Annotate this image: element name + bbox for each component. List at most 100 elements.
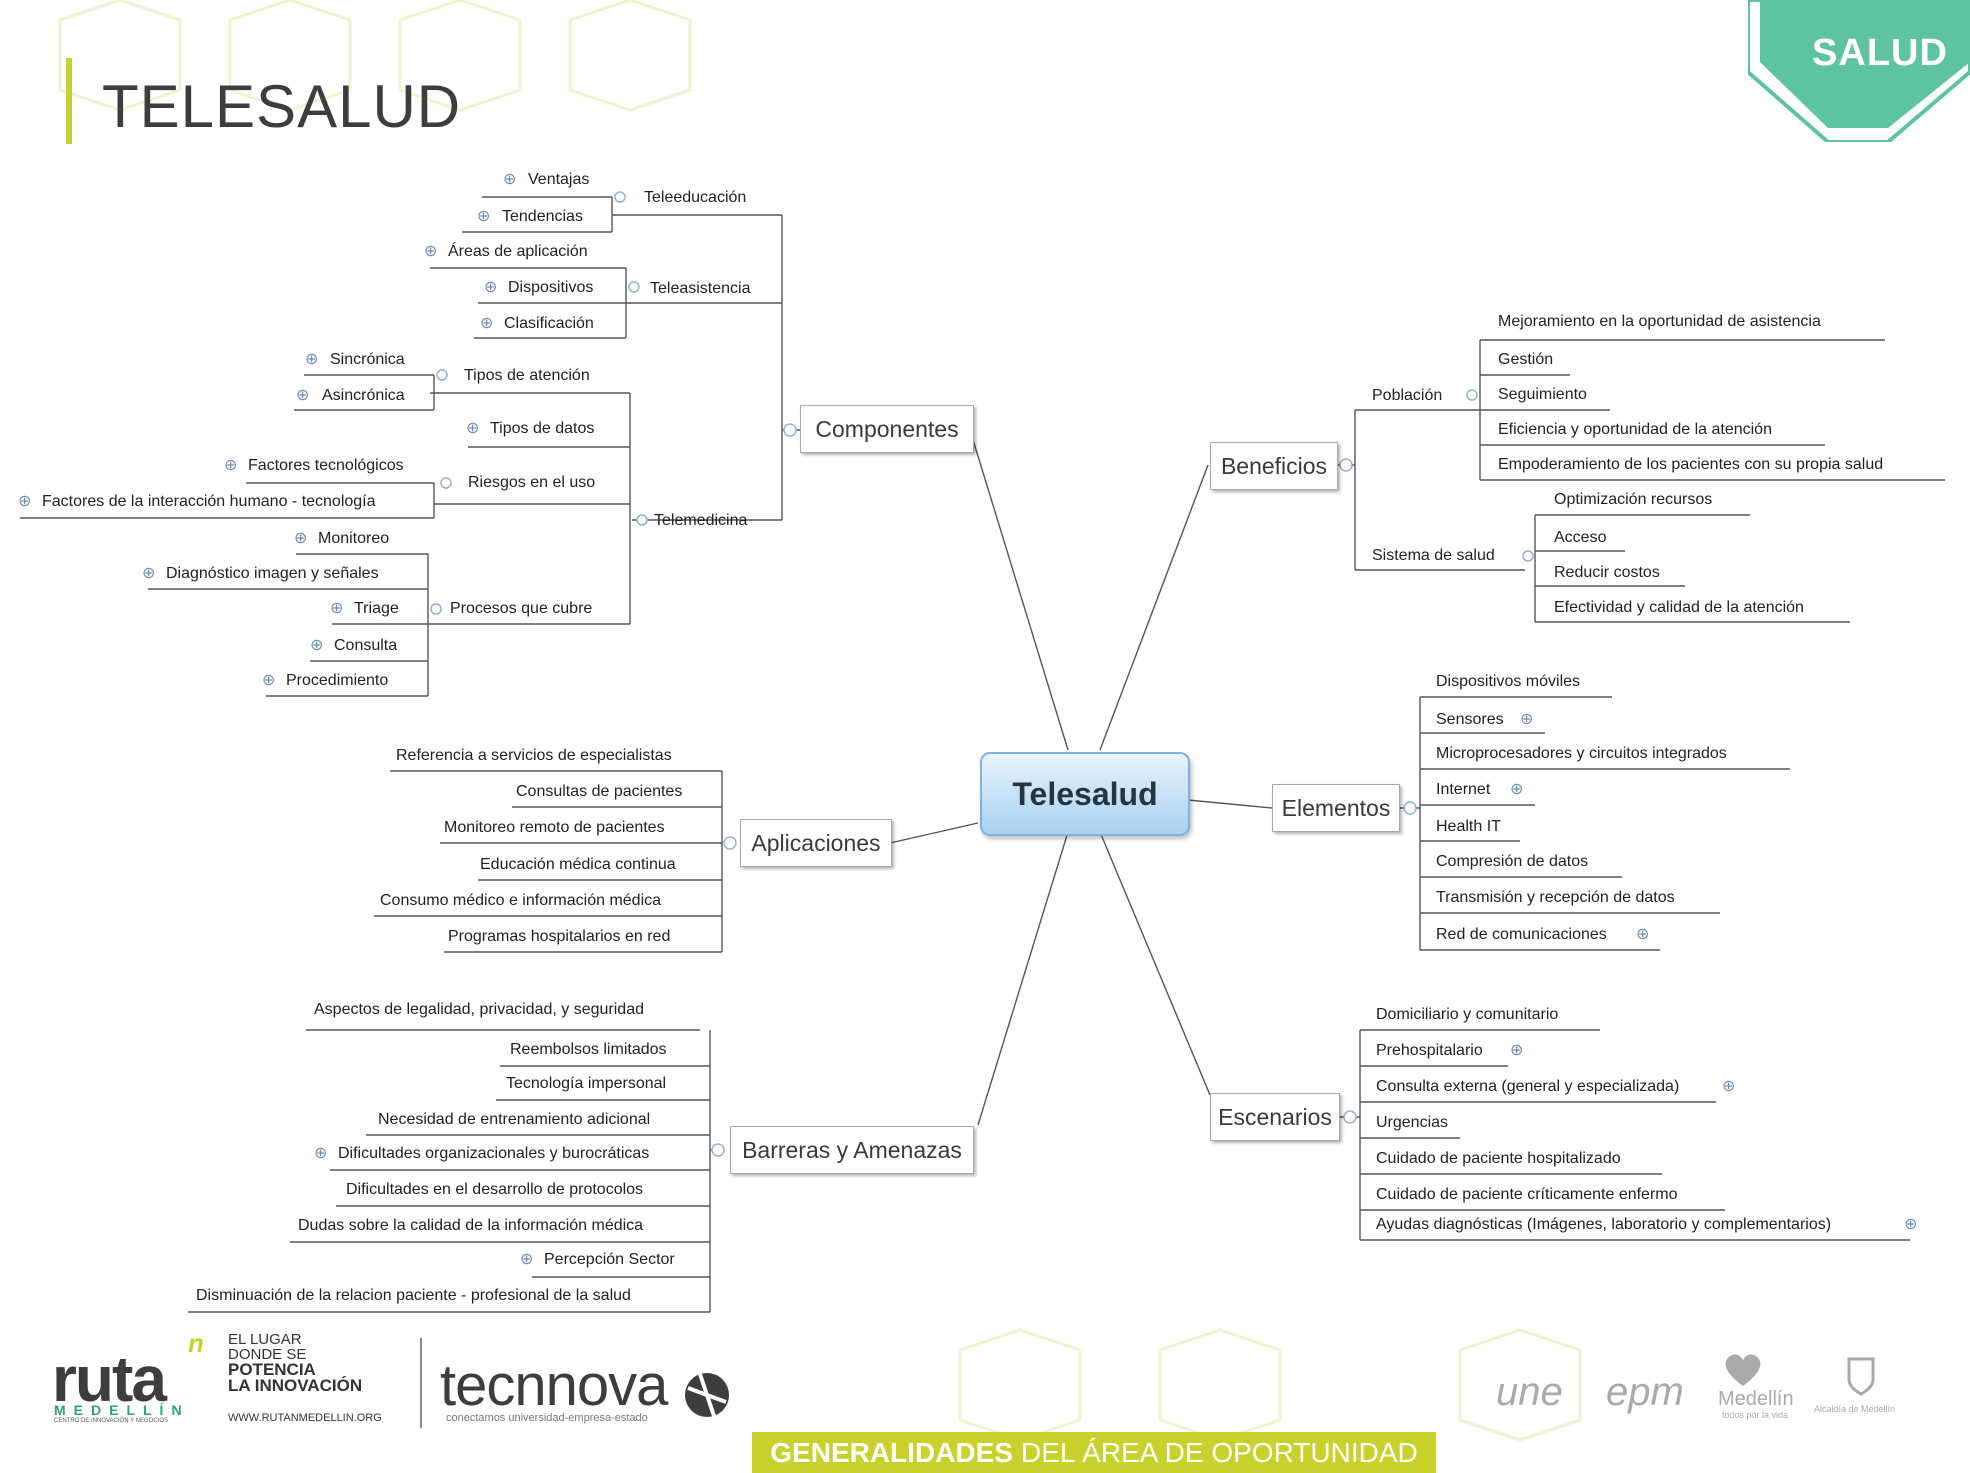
branch-beneficios[interactable]: Beneficios	[1210, 442, 1338, 490]
node-riesgos-uso[interactable]: Riesgos en el uso	[468, 474, 596, 491]
node-optimizacion[interactable]: Optimización recursos	[1554, 491, 1713, 508]
node-ayudas-diagnosticas[interactable]: Ayudas diagnósticas (Imágenes, laborator…	[1376, 1216, 1832, 1233]
medellin-logo-subtitle: todos por la vida	[1722, 1410, 1789, 1420]
node-tecnologia-impersonal[interactable]: Tecnología impersonal	[506, 1075, 667, 1092]
node-dispositivos[interactable]: Dispositivos	[508, 279, 594, 296]
node-triage[interactable]: Triage	[354, 600, 399, 617]
node-microprocesadores[interactable]: Microprocesadores y circuitos integrados	[1436, 745, 1727, 762]
node-dificultades-protocolos[interactable]: Dificultades en el desarrollo de protoco…	[346, 1181, 644, 1198]
expand-plus-icon[interactable]: ⊕	[142, 565, 156, 582]
expand-plus-icon[interactable]: ⊕	[466, 420, 480, 437]
node-legalidad[interactable]: Aspectos de legalidad, privacidad, y seg…	[314, 1001, 644, 1018]
node-monitoreo-remoto[interactable]: Monitoreo remoto de pacientes	[444, 819, 665, 836]
expand-plus-icon[interactable]: ⊕	[424, 243, 438, 260]
node-consultas-pacientes[interactable]: Consultas de pacientes	[516, 783, 683, 800]
node-compresion-datos[interactable]: Compresión de datos	[1436, 853, 1589, 870]
branch-barreras[interactable]: Barreras y Amenazas	[730, 1126, 974, 1174]
expand-plus-icon[interactable]: ⊕	[330, 600, 344, 617]
central-node-telesalud[interactable]: Telesalud	[980, 752, 1190, 836]
node-paciente-hospitalizado[interactable]: Cuidado de paciente hospitalizado	[1376, 1150, 1621, 1167]
node-reembolsos[interactable]: Reembolsos limitados	[510, 1041, 667, 1058]
node-procesos-cubre[interactable]: Procesos que cubre	[450, 600, 593, 617]
node-poblacion[interactable]: Población	[1372, 387, 1443, 404]
node-factores-interaccion[interactable]: Factores de la interacción humano - tecn…	[42, 493, 376, 510]
expand-plus-icon[interactable]: ⊕	[1722, 1078, 1736, 1095]
node-eficiencia[interactable]: Eficiencia y oportunidad de la atención	[1498, 421, 1772, 438]
node-consulta-externa[interactable]: Consulta externa (general y especializad…	[1376, 1078, 1680, 1095]
branch-aplicaciones[interactable]: Aplicaciones	[740, 819, 892, 867]
node-teleasistencia[interactable]: Teleasistencia	[650, 280, 751, 297]
node-prehospitalario[interactable]: Prehospitalario	[1376, 1042, 1483, 1059]
expand-plus-icon[interactable]: ⊕	[484, 279, 498, 296]
node-internet[interactable]: Internet	[1436, 781, 1491, 798]
node-transmision[interactable]: Transmisión y recepción de datos	[1436, 889, 1675, 906]
node-consumo-medico[interactable]: Consumo médico e información médica	[380, 892, 662, 909]
expand-plus-icon[interactable]: ⊕	[1904, 1216, 1918, 1233]
node-efectividad[interactable]: Efectividad y calidad de la atención	[1554, 599, 1804, 616]
node-red-comunicaciones[interactable]: Red de comunicaciones	[1436, 926, 1607, 943]
node-consulta[interactable]: Consulta	[334, 637, 398, 654]
branch-escenarios[interactable]: Escenarios	[1210, 1093, 1340, 1141]
expand-plus-icon[interactable]: ⊕	[314, 1145, 328, 1162]
logo-divider	[420, 1338, 422, 1428]
branch-componentes[interactable]: Componentes	[800, 405, 974, 453]
expand-plus-icon[interactable]: ⊕	[294, 530, 308, 547]
node-dudas-calidad[interactable]: Dudas sobre la calidad de la información…	[298, 1217, 644, 1234]
node-entrenamiento[interactable]: Necesidad de entrenamiento adicional	[378, 1111, 651, 1128]
node-mejoramiento[interactable]: Mejoramiento en la oportunidad de asiste…	[1498, 313, 1821, 330]
expand-plus-icon[interactable]: ⊕	[305, 351, 319, 368]
title-accent-bar	[66, 58, 72, 144]
node-clasificacion[interactable]: Clasificación	[504, 315, 594, 332]
node-areas-aplicacion[interactable]: Áreas de aplicación	[448, 243, 588, 260]
node-sensores[interactable]: Sensores	[1436, 711, 1504, 728]
expand-plus-icon[interactable]: ⊕	[310, 637, 324, 654]
node-procedimiento[interactable]: Procedimiento	[286, 672, 389, 689]
node-referencia-especialistas[interactable]: Referencia a servicios de especialistas	[396, 747, 672, 764]
node-sincronica[interactable]: Sincrónica	[330, 351, 405, 368]
node-paciente-critico[interactable]: Cuidado de paciente críticamente enfermo	[1376, 1186, 1678, 1203]
node-teleeducacion[interactable]: Teleeducación	[644, 189, 747, 206]
node-dificultades-organizacionales[interactable]: Dificultades organizacionales y burocrát…	[338, 1145, 650, 1162]
expand-plus-icon[interactable]: ⊕	[1636, 926, 1650, 943]
node-gestion[interactable]: Gestión	[1498, 351, 1554, 368]
branch-elementos[interactable]: Elementos	[1272, 784, 1400, 832]
expand-plus-icon[interactable]: ⊕	[1510, 781, 1524, 798]
node-domiciliario[interactable]: Domiciliario y comunitario	[1376, 1006, 1559, 1023]
node-educacion-medica[interactable]: Educación médica continua	[480, 856, 676, 873]
node-tendencias[interactable]: Tendencias	[502, 208, 583, 225]
node-tipos-datos[interactable]: Tipos de datos	[490, 420, 595, 437]
ruta-n-logo: ruta	[52, 1343, 167, 1415]
node-urgencias[interactable]: Urgencias	[1376, 1114, 1449, 1131]
node-disminucion-relacion[interactable]: Disminuación de la relacion paciente - p…	[196, 1287, 631, 1304]
node-empoderamiento[interactable]: Empoderamiento de los pacientes con su p…	[1498, 456, 1884, 473]
expand-plus-icon[interactable]: ⊕	[224, 457, 238, 474]
ruta-n-logo-city: MEDELLÍN	[54, 1402, 190, 1418]
footer-band-rest: DEL ÁREA DE OPORTUNIDAD	[1020, 1436, 1418, 1468]
expand-plus-icon[interactable]: ⊕	[520, 1251, 534, 1268]
expand-plus-icon[interactable]: ⊕	[480, 315, 494, 332]
node-percepcion-sector[interactable]: Percepción Sector	[544, 1251, 675, 1268]
node-diagnostico-imagen[interactable]: Diagnóstico imagen y señales	[166, 565, 379, 582]
footer-band: GENERALIDADES DEL ÁREA DE OPORTUNIDAD	[752, 1432, 1436, 1473]
expand-plus-icon[interactable]: ⊕	[1510, 1042, 1524, 1059]
node-health-it[interactable]: Health IT	[1436, 818, 1501, 835]
expand-plus-icon[interactable]: ⊕	[477, 208, 491, 225]
node-dispositivos-moviles[interactable]: Dispositivos móviles	[1436, 673, 1581, 690]
node-tipos-atencion[interactable]: Tipos de atención	[464, 367, 590, 384]
node-programas-hospitalarios[interactable]: Programas hospitalarios en red	[448, 928, 671, 945]
node-acceso[interactable]: Acceso	[1554, 529, 1607, 546]
node-ventajas[interactable]: Ventajas	[528, 171, 590, 188]
expand-plus-icon[interactable]: ⊕	[262, 672, 276, 689]
node-factores-tecnologicos[interactable]: Factores tecnológicos	[248, 457, 404, 474]
node-asincronica[interactable]: Asincrónica	[322, 387, 405, 404]
expand-plus-icon[interactable]: ⊕	[503, 171, 517, 188]
expand-plus-icon[interactable]: ⊕	[1520, 711, 1534, 728]
expand-plus-icon[interactable]: ⊕	[18, 493, 32, 510]
expand-plus-icon[interactable]: ⊕	[296, 387, 310, 404]
node-sistema-salud[interactable]: Sistema de salud	[1372, 547, 1495, 564]
node-reducir-costos[interactable]: Reducir costos	[1554, 564, 1660, 581]
node-seguimiento[interactable]: Seguimiento	[1498, 386, 1587, 403]
node-monitoreo[interactable]: Monitoreo	[318, 530, 390, 547]
node-telemedicina[interactable]: Telemedicina	[654, 512, 748, 529]
